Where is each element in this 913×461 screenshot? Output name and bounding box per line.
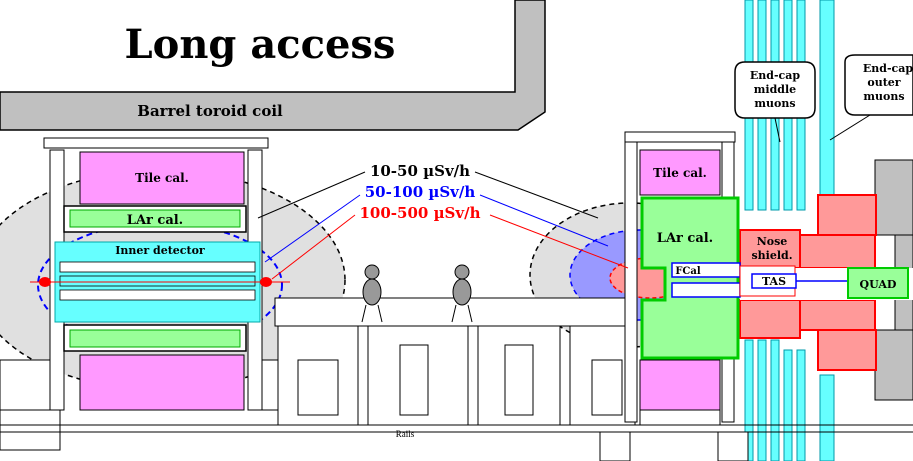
tile-cal-left-bottom bbox=[79, 354, 245, 411]
dose-legend: 10-50 µSv/h 50-100 µSv/h 100-500 µSv/h bbox=[257, 162, 629, 280]
dose-legend-mid: 50-100 µSv/h bbox=[365, 183, 476, 201]
right-base bbox=[580, 431, 913, 461]
svg-text:End-cap: End-cap bbox=[863, 62, 913, 75]
lar-cal-right bbox=[640, 196, 740, 360]
svg-text:End-cap: End-cap bbox=[750, 69, 800, 82]
quad bbox=[847, 267, 909, 299]
lar-cal-left-label: LAr cal. bbox=[127, 213, 183, 228]
tile-cal-left-top bbox=[79, 151, 245, 205]
tile-cal-right-top bbox=[639, 149, 721, 196]
quad-label: QUAD bbox=[860, 278, 897, 291]
dose-legend-high: 100-500 µSv/h bbox=[360, 204, 481, 222]
person-figure-2 bbox=[451, 264, 473, 323]
tile-cal-left-label: Tile cal. bbox=[135, 171, 189, 185]
endcap-steel bbox=[874, 159, 913, 401]
lar-cal-left-top bbox=[69, 209, 241, 228]
person-figure-1 bbox=[361, 264, 383, 323]
tile-cal-right-bottom bbox=[639, 359, 721, 411]
barrel-toroid-coil bbox=[0, 0, 546, 131]
svg-text:muons: muons bbox=[754, 97, 795, 110]
endcap-middle-muons-callout: End-cap middle muons bbox=[734, 61, 816, 143]
rails-label: Rails bbox=[396, 429, 415, 439]
nose-shielding bbox=[739, 194, 877, 371]
nose-shield-label-line1: Nose bbox=[757, 235, 788, 248]
inner-detector-label: Inner detector bbox=[115, 244, 205, 257]
svg-text:outer: outer bbox=[867, 76, 900, 89]
dose-legend-low: 10-50 µSv/h bbox=[370, 162, 470, 180]
lar-cal-right-label: LAr cal. bbox=[657, 231, 713, 246]
middle-support-structure bbox=[274, 297, 636, 426]
tile-cal-right-label: Tile cal. bbox=[653, 166, 707, 180]
page-title: Long access bbox=[125, 21, 396, 68]
svg-text:muons: muons bbox=[863, 90, 904, 103]
fcal-label: FCal bbox=[675, 266, 701, 277]
svg-text:middle: middle bbox=[754, 83, 796, 96]
endcap-outer-muons-callout: End-cap outer muons bbox=[829, 54, 913, 141]
barrel-toroid-label: Barrel toroid coil bbox=[137, 102, 283, 120]
lar-cal-left-bottom bbox=[69, 329, 241, 348]
tas-label: TAS bbox=[762, 275, 786, 288]
nose-shield-label-line2: shield. bbox=[751, 249, 792, 262]
